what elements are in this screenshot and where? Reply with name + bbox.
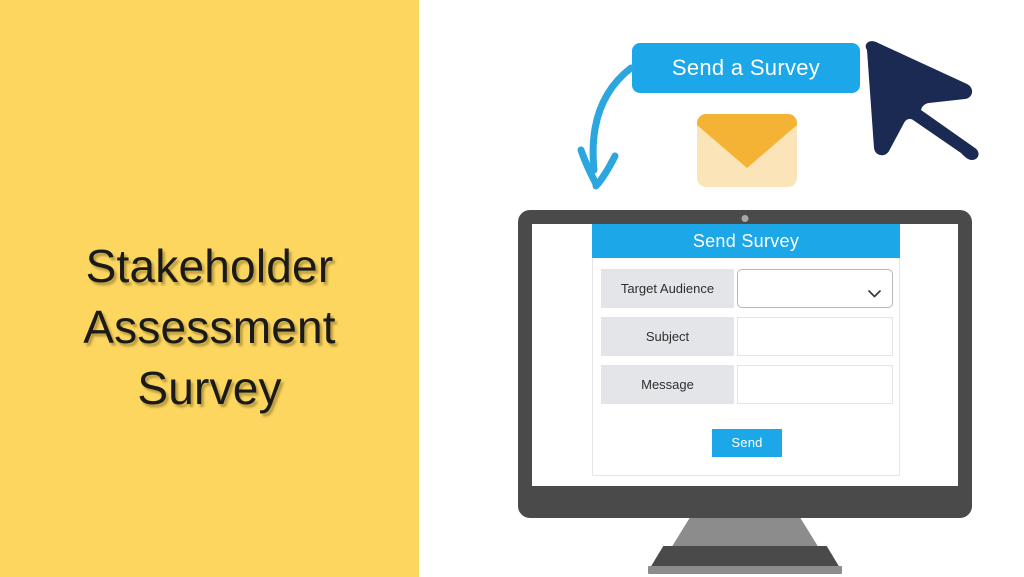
chevron-down-icon: [868, 285, 881, 297]
page-title-line-1: Stakeholder: [85, 240, 334, 292]
page-title-line-2: Assessment: [83, 301, 336, 353]
page-title-line-3: Survey: [137, 362, 282, 414]
send-a-survey-button[interactable]: Send a Survey: [632, 43, 860, 93]
monitor-stand-foot: [648, 566, 842, 574]
form-submit-area: Send: [593, 429, 901, 457]
subject-input[interactable]: [737, 317, 893, 356]
mouse-cursor-arrow-icon: [855, 38, 985, 163]
send-a-survey-button-label: Send a Survey: [671, 55, 821, 80]
webcam-dot-icon: [741, 215, 749, 222]
form-row: Subject: [601, 317, 893, 356]
envelope-icon: [697, 114, 797, 187]
send-survey-form: Send Survey Target Audience: [592, 224, 901, 476]
curved-down-arrow-icon: [575, 62, 647, 197]
form-header-title: Send Survey: [692, 230, 800, 251]
target-audience-label: Target Audience: [601, 269, 734, 308]
form-row: Message: [601, 365, 893, 404]
monitor-screen: Send Survey Target Audience: [532, 224, 958, 486]
send-button[interactable]: Send: [712, 429, 782, 457]
target-audience-select[interactable]: [737, 269, 893, 308]
monitor-bezel: Send Survey Target Audience: [518, 210, 972, 518]
message-label: Message: [601, 365, 734, 404]
page-title: Stakeholder Assessment Survey: [0, 236, 419, 419]
monitor-stand-base: [650, 546, 840, 568]
form-rows: Target Audience Subject: [601, 269, 893, 413]
subject-label: Subject: [601, 317, 734, 356]
form-row: Target Audience: [601, 269, 893, 308]
form-header: Send Survey: [592, 224, 900, 258]
message-input[interactable]: [737, 365, 893, 404]
title-panel: Stakeholder Assessment Survey: [0, 0, 419, 577]
